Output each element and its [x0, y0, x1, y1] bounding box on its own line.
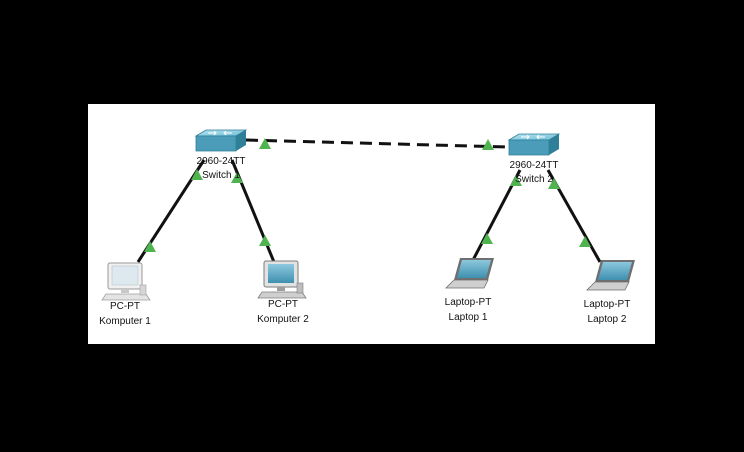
- pc2-model-label: PC-PT: [268, 299, 298, 310]
- switch2-icon[interactable]: [507, 133, 561, 156]
- status-indicator-icon: [482, 139, 494, 150]
- status-indicator-icon: [259, 138, 271, 149]
- laptop2-model-label: Laptop-PT: [583, 299, 631, 310]
- laptop1-name-label: Laptop 1: [448, 312, 488, 323]
- switch1-icon[interactable]: [194, 129, 248, 152]
- pc1-icon[interactable]: [101, 262, 151, 301]
- pc1-model-label: PC-PT: [110, 301, 140, 312]
- status-indicator-icon: [191, 169, 203, 180]
- switch2-model-label: 2960-24TT: [509, 160, 559, 171]
- status-indicator-icon: [481, 233, 493, 244]
- pc2-name-label: Komputer 2: [257, 314, 309, 325]
- switch1-model-label: 2960-24TT: [196, 156, 246, 167]
- link-status-indicators: [144, 138, 591, 252]
- status-indicator-icon: [259, 235, 271, 246]
- switch2-name-label: Switch 2: [515, 174, 553, 185]
- status-indicator-icon: [548, 178, 560, 189]
- pc2-icon[interactable]: [257, 260, 307, 299]
- status-indicator-icon: [510, 175, 522, 186]
- switch1-name-label: Switch 1: [202, 170, 240, 181]
- status-indicator-icon: [579, 236, 591, 247]
- status-indicator-icon: [144, 241, 156, 252]
- status-indicator-icon: [231, 172, 243, 183]
- laptop1-icon[interactable]: [445, 258, 494, 289]
- laptop1-model-label: Laptop-PT: [444, 297, 492, 308]
- link-switch1-switch2[interactable]: [245, 138, 509, 149]
- laptop2-icon[interactable]: [586, 260, 635, 291]
- pc1-name-label: Komputer 1: [99, 316, 151, 327]
- laptop2-name-label: Laptop 2: [587, 314, 627, 325]
